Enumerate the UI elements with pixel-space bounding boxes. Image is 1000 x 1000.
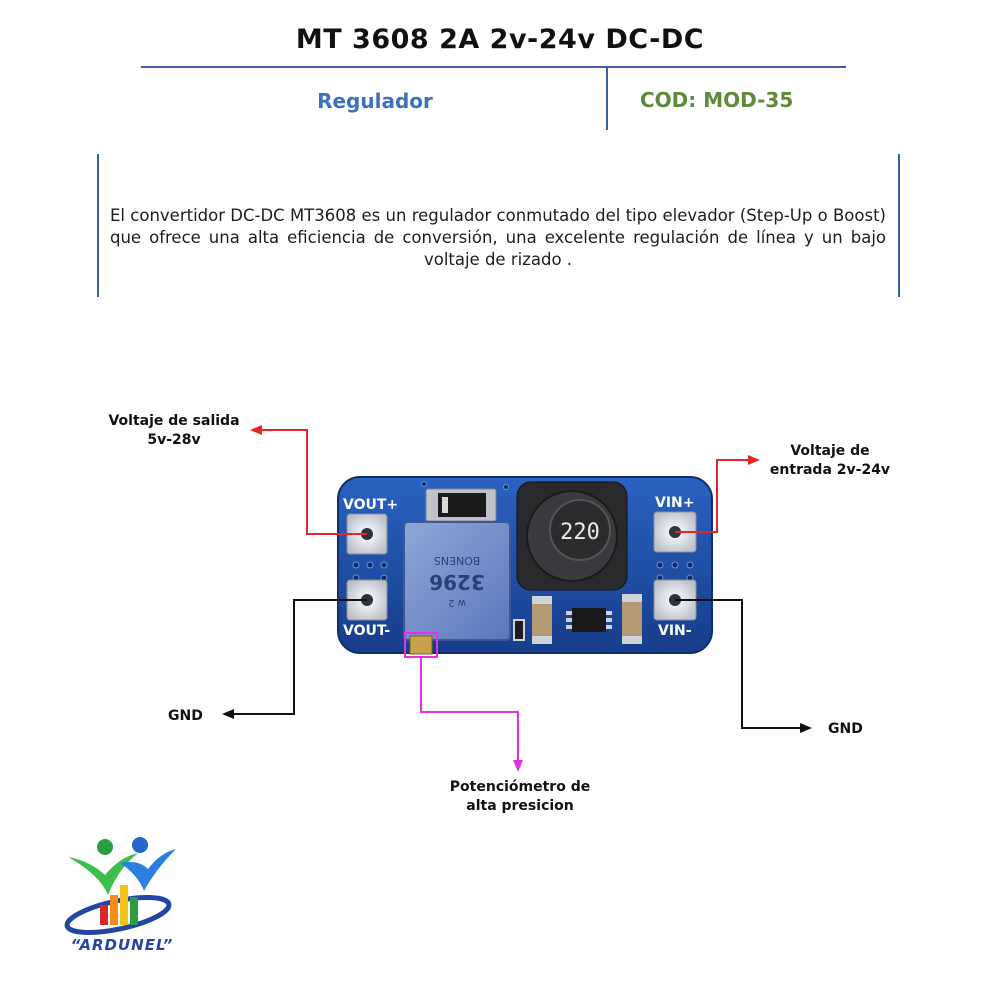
callout-potentiometer-arrow xyxy=(404,632,523,772)
category-label: Regulador xyxy=(317,89,433,113)
ardunel-logo xyxy=(64,837,176,935)
label-gnd-right: GND xyxy=(828,721,863,737)
pad-label-vout-plus: VOUT+ xyxy=(343,497,398,513)
schottky-diode xyxy=(425,488,497,522)
description-right-border xyxy=(898,154,900,297)
title-divider xyxy=(141,66,846,68)
product-description: El convertidor DC-DC MT3608 es un regula… xyxy=(110,206,886,269)
label-potentiometer: Potenciómetro de alta presicion xyxy=(449,779,591,814)
callout-gnd-left-arrow xyxy=(222,599,367,719)
callout-vout-arrow xyxy=(250,425,367,535)
callout-vin-arrow xyxy=(675,455,760,533)
trimpot-brand: BONENS xyxy=(434,554,480,567)
logo-text: “ARDUNEL” xyxy=(70,936,174,954)
trimpot-value: w 2 xyxy=(448,597,466,608)
header-column-divider xyxy=(606,68,608,130)
smd-capacitor-left xyxy=(532,596,552,644)
pad-label-vin-minus: VIN- xyxy=(658,623,692,639)
description-left-border xyxy=(97,154,99,297)
trimmer-potentiometer: w 2 3296 BONENS xyxy=(403,521,511,655)
smd-capacitor-right xyxy=(622,594,642,644)
label-output-voltage: Voltaje de salida 5v-28v xyxy=(108,413,240,448)
inductor-marking: 220 xyxy=(560,520,600,545)
pad-label-vout-minus: VOUT- xyxy=(343,623,390,639)
pad-label-vin-plus: VIN+ xyxy=(655,495,695,511)
smd-resistor xyxy=(513,619,525,641)
product-code: COD: MOD-35 xyxy=(640,88,794,112)
trimpot-marking: 3296 xyxy=(429,570,485,594)
label-input-voltage: Voltaje de entrada 2v-24v xyxy=(769,443,891,478)
pcb-module: VOUT+ VOUT- VIN+ VIN- 220 w 2 3296 BONEN… xyxy=(337,476,713,655)
mt3608-chip xyxy=(566,608,612,632)
callout-gnd-right-arrow xyxy=(675,599,812,733)
label-gnd-left: GND xyxy=(168,708,203,724)
page-title: MT 3608 2A 2v-24v DC-DC xyxy=(295,24,705,55)
inductor: 220 xyxy=(516,481,628,591)
